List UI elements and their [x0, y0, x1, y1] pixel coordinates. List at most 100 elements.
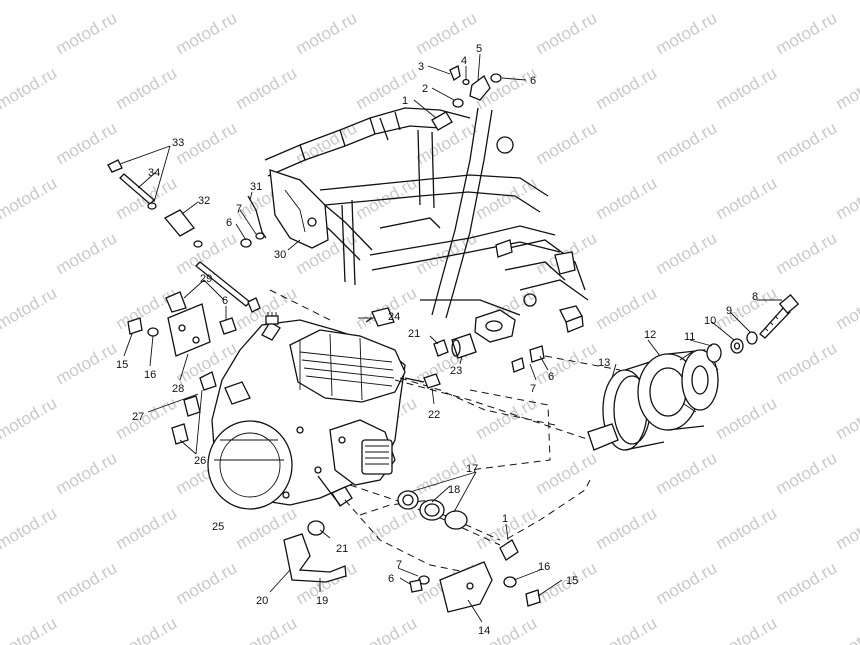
watermark-text: motod.ru — [593, 503, 661, 553]
callout-16b: 16 — [538, 561, 550, 573]
watermark-text: motod.ru — [773, 338, 841, 388]
callout-3: 3 — [418, 61, 424, 73]
watermark-text: motod.ru — [713, 393, 781, 443]
watermark-text: motod.ru — [353, 63, 421, 113]
callout-6c: 6 — [222, 295, 228, 307]
callout-21a: 21 — [408, 328, 420, 340]
watermark-text: motod.ru — [653, 118, 721, 168]
callout-31: 31 — [250, 181, 262, 193]
fasteners-and-mounts — [107, 65, 545, 613]
callout-33: 33 — [172, 137, 184, 149]
watermark-text: motod.ru — [593, 0, 661, 3]
callout-26: 26 — [194, 455, 206, 467]
callout-1: 1 — [402, 95, 408, 107]
watermark-text: motod.ru — [533, 448, 601, 498]
watermark-text: motod.ru — [473, 0, 541, 3]
callout-8: 8 — [752, 291, 758, 303]
callout-7c: 7 — [396, 559, 402, 571]
watermark-text: motod.ru — [233, 613, 301, 645]
watermark-text: motod.ru — [533, 118, 601, 168]
watermark-text: motod.ru — [713, 503, 781, 553]
watermark-text: motod.ru — [713, 613, 781, 645]
watermark-text: motod.ru — [113, 63, 181, 113]
callout-2: 2 — [422, 83, 428, 95]
callout-9: 9 — [726, 305, 732, 317]
callout-34: 34 — [148, 167, 160, 179]
callout-6e: 6 — [388, 573, 394, 585]
watermark-text: motod.ru — [653, 558, 721, 608]
watermark-text: motod.ru — [113, 393, 181, 443]
watermark-text: motod.ru — [353, 0, 421, 3]
callout-25: 25 — [212, 521, 224, 533]
watermark-text: motod.ru — [773, 558, 841, 608]
callout-20: 20 — [256, 595, 268, 607]
watermark-text: motod.ru — [653, 448, 721, 498]
watermark-text: motod.ru — [0, 503, 60, 553]
watermark-text: motod.ru — [833, 283, 860, 333]
watermark-text: motod.ru — [773, 8, 841, 58]
callout-6: 6 — [530, 75, 536, 87]
watermark-text: motod.ru — [713, 63, 781, 113]
watermark-text: motod.ru — [173, 558, 241, 608]
callout-27: 27 — [132, 411, 144, 423]
callout-10: 10 — [704, 315, 716, 327]
watermark-text: motod.ru — [0, 63, 60, 113]
callout-13: 13 — [598, 357, 610, 369]
watermark-text: motod.ru — [233, 0, 301, 3]
callout-12: 12 — [644, 329, 656, 341]
callout-29: 29 — [200, 273, 212, 285]
watermark-text: motod.ru — [53, 338, 121, 388]
watermark-text: motod.ru — [53, 8, 121, 58]
watermark-text: motod.ru — [113, 503, 181, 553]
callout-32: 32 — [198, 195, 210, 207]
watermark-text: motod.ru — [593, 63, 661, 113]
callout-15b: 15 — [566, 575, 578, 587]
callout-17: 17 — [466, 463, 478, 475]
callout-22: 22 — [428, 409, 440, 421]
engine-assembly — [207, 312, 406, 510]
watermark-text: motod.ru — [593, 173, 661, 223]
callout-labels: 1 2 3 4 5 6 33 34 32 31 7 6 30 29 6 15 1… — [116, 43, 758, 637]
frame-assembly — [264, 107, 589, 343]
watermark-text: motod.ru — [833, 0, 860, 3]
callout-30: 30 — [274, 249, 286, 261]
watermark-text: motod.ru — [473, 393, 541, 443]
watermark-text: motod.ru — [773, 228, 841, 278]
watermark-text: motod.ru — [0, 283, 60, 333]
watermark-text: motod.ru — [0, 173, 60, 223]
watermark-text: motod.ru — [0, 393, 60, 443]
callout-16a: 16 — [144, 369, 156, 381]
watermark-text: motod.ru — [233, 63, 301, 113]
watermark-text: motod.ru — [593, 613, 661, 645]
watermark-text: motod.ru — [173, 8, 241, 58]
callout-1b: 1 — [502, 513, 508, 525]
watermark-text: motod.ru — [773, 118, 841, 168]
watermark-text: motod.ru — [353, 613, 421, 645]
watermark-text: motod.ru — [833, 503, 860, 553]
callout-7a: 7 — [236, 203, 242, 215]
watermark-text: motod.ru — [533, 8, 601, 58]
callout-21b: 21 — [336, 543, 348, 555]
callout-24: 24 — [388, 311, 400, 323]
watermark-text: motod.ru — [53, 118, 121, 168]
watermark-text: motod.ru — [413, 8, 481, 58]
watermark-text: motod.ru — [833, 173, 860, 223]
callout-6b: 6 — [226, 217, 232, 229]
watermark-text: motod.ru — [653, 8, 721, 58]
callout-19: 19 — [316, 595, 328, 607]
callout-4: 4 — [461, 55, 467, 67]
watermark-text: motod.ru — [413, 228, 481, 278]
watermark-text: motod.ru — [0, 0, 60, 3]
callout-18: 18 — [448, 484, 460, 496]
watermark-text: motod.ru — [593, 283, 661, 333]
watermark-text: motod.ru — [833, 393, 860, 443]
callout-5: 5 — [476, 43, 482, 55]
callout-6d: 6 — [548, 371, 554, 383]
drive-clutch-assembly — [587, 293, 800, 451]
callout-14: 14 — [478, 625, 490, 637]
watermark-text: motod.ru — [53, 448, 121, 498]
watermark-text: motod.ru — [53, 228, 121, 278]
watermark-text: motod.ru — [833, 613, 860, 645]
callout-28: 28 — [172, 383, 184, 395]
